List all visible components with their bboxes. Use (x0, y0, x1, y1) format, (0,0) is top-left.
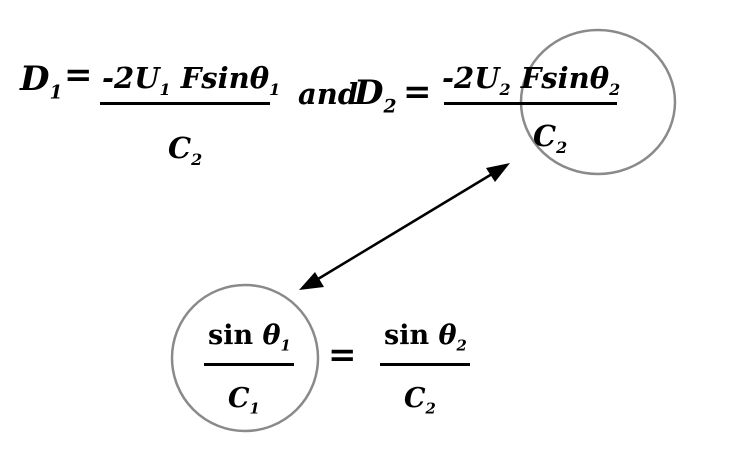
numerator-2-function-subscript: 2 (609, 80, 621, 100)
numerator-2: -2U2 Fsinθ2 (442, 61, 620, 98)
fraction-bar-right (380, 363, 470, 366)
right-numerator-subscript: 2 (456, 336, 467, 355)
highlight-circle-sin-theta1-over-c1 (170, 283, 320, 433)
numerator-1: -2U1 Fsinθ1 (102, 61, 280, 98)
left-denominator-subscript: 1 (249, 399, 260, 418)
denominator-2: C2 (533, 119, 567, 156)
left-numerator-subscript: 1 (280, 336, 291, 355)
connector-and: and (298, 77, 359, 111)
left-numerator-function: sin (208, 320, 254, 351)
numerator-2-function: Fsinθ (520, 61, 610, 95)
right-numerator-variable: θ (438, 320, 457, 351)
d1-subscript: 1 (49, 81, 63, 104)
right-denominator-letter: C (404, 383, 426, 414)
numerator-1-coefficient-subscript: 1 (159, 80, 171, 100)
d2-letter: D (354, 73, 384, 113)
double-arrow-shaft (317, 172, 493, 281)
denominator-1-letter: C (168, 131, 192, 165)
d1-letter: D (20, 59, 50, 99)
left-denominator: C1 (228, 383, 260, 416)
right-denominator-subscript: 2 (425, 399, 436, 418)
numerator-2-coefficient: -2U (442, 61, 500, 95)
left-numerator-variable: θ (262, 320, 281, 351)
denominator-2-letter: C (533, 119, 557, 153)
d2-symbol: D2 (354, 73, 397, 116)
right-numerator-function: sin (384, 320, 430, 351)
right-denominator: C2 (404, 383, 436, 416)
right-numerator: sin θ2 (384, 320, 467, 353)
numerator-1-function-subscript: 1 (269, 80, 281, 100)
numerator-1-function: Fsinθ (180, 61, 270, 95)
numerator-1-coefficient: -2U (102, 61, 160, 95)
equals-sign-3: = (328, 335, 357, 375)
numerator-2-coefficient-subscript: 2 (499, 80, 511, 100)
equals-sign-2: = (403, 72, 432, 112)
equals-sign-1: = (64, 55, 93, 95)
d2-subscript: 2 (383, 95, 397, 118)
arrowhead-up-right-icon (486, 163, 510, 182)
denominator-1-subscript: 2 (191, 150, 203, 170)
denominator-2-subscript: 2 (556, 138, 568, 158)
fraction-bar-left (204, 363, 294, 366)
d1-symbol: D1 (20, 59, 63, 102)
arrowhead-down-left-icon (299, 272, 324, 290)
denominator-1: C2 (168, 131, 202, 168)
left-denominator-letter: C (228, 383, 250, 414)
left-numerator: sin θ1 (208, 320, 291, 353)
fraction-bar-1 (100, 102, 270, 105)
fraction-bar-2 (444, 102, 617, 105)
